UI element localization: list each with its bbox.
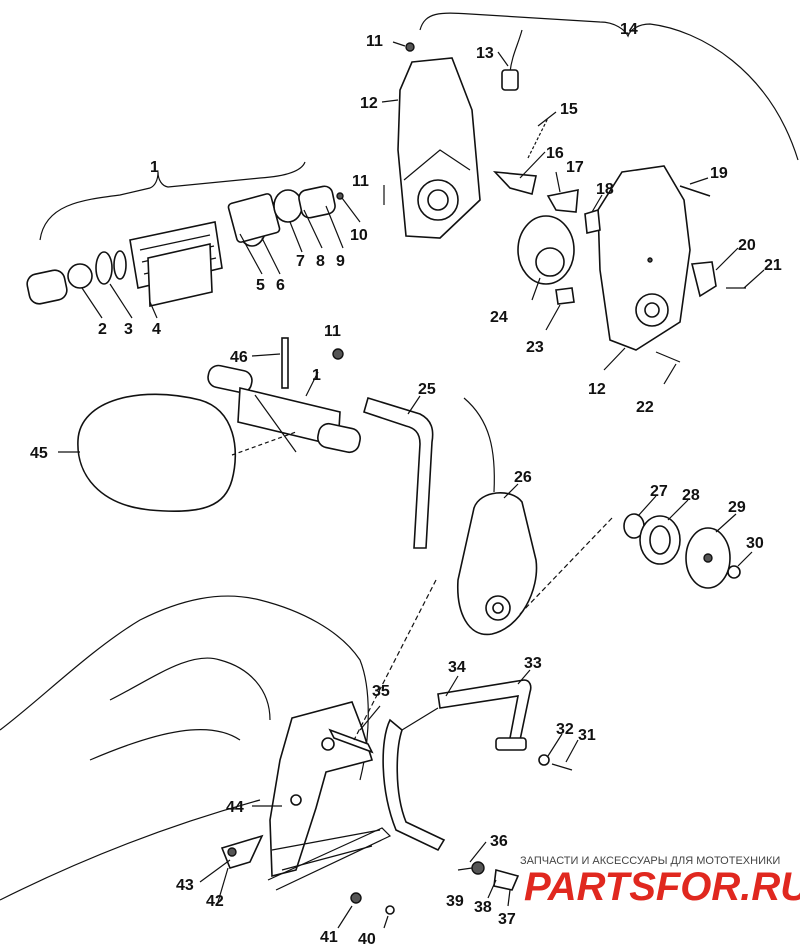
- leader-46: [251, 353, 281, 357]
- mount-bracket: [267, 701, 392, 891]
- callout-9: 9: [336, 253, 345, 270]
- group-14-bracket: [419, 12, 799, 161]
- callout-39: 39: [446, 893, 464, 910]
- seat-outline: [0, 595, 369, 901]
- callout-32: 32: [556, 721, 574, 738]
- callout-11-mid: 11: [352, 173, 369, 190]
- callout-12-bottom: 12: [588, 381, 606, 398]
- callout-13: 13: [476, 45, 494, 62]
- knee-pad: [58, 393, 297, 513]
- leaders-lower: [199, 669, 579, 929]
- callout-28: 28: [682, 487, 700, 504]
- callout-1-handle: 1: [312, 367, 321, 384]
- rear-cover-plate: [597, 165, 691, 351]
- watermark-logo: PARTSFOR.RU: [524, 865, 800, 909]
- callout-15: 15: [560, 101, 578, 118]
- hardware-small: [220, 754, 573, 915]
- leader-26: [503, 483, 519, 499]
- callout-17: 17: [566, 159, 584, 176]
- leader-27: [637, 495, 657, 517]
- callout-12-top: 12: [360, 95, 378, 112]
- throttle-housing: [457, 492, 538, 636]
- callout-2: 2: [98, 321, 107, 338]
- callout-42: 42: [206, 893, 224, 910]
- callout-5: 5: [256, 277, 265, 294]
- leaders-grip: [81, 197, 361, 319]
- group-1-bracket: [39, 161, 306, 241]
- throttle-cable: [463, 397, 495, 493]
- callout-21: 21: [764, 257, 782, 274]
- callout-25: 25: [418, 381, 436, 398]
- callout-34: 34: [448, 659, 466, 676]
- callout-11-top: 11: [366, 33, 383, 50]
- callout-35: 35: [372, 683, 390, 700]
- throttle-lever-parts: [492, 29, 746, 363]
- callout-3: 3: [124, 321, 133, 338]
- callout-14: 14: [620, 21, 638, 38]
- callout-30: 30: [746, 535, 764, 552]
- callout-26: 26: [514, 469, 532, 486]
- callout-37: 37: [498, 911, 516, 928]
- recoil-parts: [519, 513, 741, 615]
- callout-44: 44: [226, 799, 244, 816]
- callout-27: 27: [650, 483, 668, 500]
- front-cover-plate: [397, 42, 481, 239]
- callout-labels: 1 1 2 3 4 5 6 7 8 9 10 11 11 11 12 12 13…: [30, 21, 782, 946]
- callout-24: 24: [490, 309, 508, 326]
- callout-38: 38: [474, 899, 492, 916]
- watermark: ЗАПЧАСТИ И АКСЕССУАРЫ ДЛЯ МОТОТЕХНИКИ PA…: [520, 855, 800, 909]
- handle-bar-mount: [207, 337, 361, 454]
- callout-4: 4: [152, 321, 161, 338]
- callout-43: 43: [176, 877, 194, 894]
- callout-19: 19: [710, 165, 728, 182]
- callout-31: 31: [578, 727, 596, 744]
- callout-7: 7: [296, 253, 305, 270]
- leader-1b: [305, 371, 319, 397]
- leader-28: [667, 499, 689, 521]
- tube-part: [363, 396, 434, 549]
- callout-23: 23: [526, 339, 544, 356]
- callout-10: 10: [350, 227, 368, 244]
- callout-36: 36: [490, 833, 508, 850]
- callout-40: 40: [358, 931, 376, 946]
- callout-6: 6: [276, 277, 285, 294]
- leader-29: [715, 513, 737, 533]
- leader-25: [407, 395, 421, 415]
- callout-20: 20: [738, 237, 756, 254]
- callout-46: 46: [230, 349, 248, 366]
- grab-handle: [353, 579, 532, 852]
- callout-41: 41: [320, 929, 338, 946]
- callout-45: 45: [30, 445, 48, 462]
- leaders-covers: [381, 41, 765, 385]
- callout-16: 16: [546, 145, 564, 162]
- callout-22: 22: [636, 399, 654, 416]
- callout-8: 8: [316, 253, 325, 270]
- watermark-caption: ЗАПЧАСТИ И АКСЕССУАРЫ ДЛЯ МОТОТЕХНИКИ: [520, 855, 780, 867]
- callout-29: 29: [728, 499, 746, 516]
- callout-11-handle: 11: [324, 323, 341, 340]
- callout-33: 33: [524, 655, 542, 672]
- callout-1: 1: [150, 159, 159, 176]
- callout-18: 18: [596, 181, 614, 198]
- grip-assembly: [26, 185, 344, 307]
- leader-30: [737, 551, 753, 567]
